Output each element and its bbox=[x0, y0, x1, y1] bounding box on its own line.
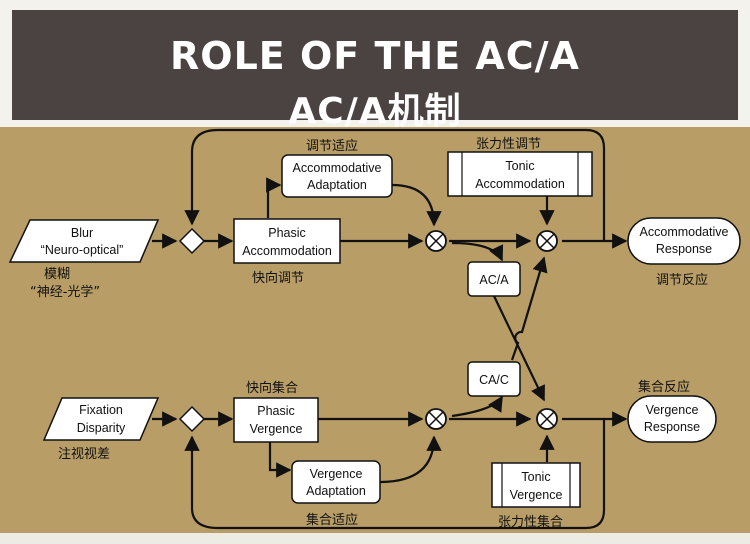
decision-diamond-top bbox=[178, 227, 206, 255]
svg-text:Accommodation: Accommodation bbox=[242, 244, 332, 258]
fixation-cn-label: 注视视差 bbox=[58, 447, 110, 462]
bottom-strip bbox=[0, 533, 750, 544]
phasic-accommodation-cn: 快向调节 bbox=[252, 270, 304, 286]
summing-junction-4 bbox=[536, 408, 558, 430]
ac-a-diagram: Blur “Neuro-optical” 模糊 “神经-光学” Fixation… bbox=[8, 128, 741, 530]
svg-text:Adaptation: Adaptation bbox=[306, 484, 366, 498]
decision-diamond-bottom bbox=[178, 405, 206, 433]
svg-text:Disparity: Disparity bbox=[77, 421, 126, 435]
svg-text:Adaptation: Adaptation bbox=[307, 178, 367, 192]
svg-text:Fixation: Fixation bbox=[79, 403, 123, 417]
ca-c-box: CA/C bbox=[467, 361, 521, 397]
tonic-accommodation-box: Tonic Accommodation bbox=[447, 151, 593, 197]
svg-text:Tonic: Tonic bbox=[505, 159, 534, 173]
tonic-accommodation-cn: 张力性调节 bbox=[476, 137, 541, 152]
svg-text:CA/C: CA/C bbox=[479, 373, 509, 387]
svg-text:Vergence: Vergence bbox=[310, 467, 363, 481]
accommodative-adaptation-box: Accommodative Adaptation bbox=[281, 154, 393, 198]
summing-junction-3 bbox=[425, 408, 447, 430]
accommodative-response-box: Accommodative Response bbox=[627, 217, 741, 265]
svg-text:Phasic: Phasic bbox=[257, 404, 295, 418]
blur-input: Blur “Neuro-optical” bbox=[8, 219, 160, 263]
vergence-response-box: Vergence Response bbox=[627, 395, 717, 443]
fixation-input: Fixation Disparity bbox=[42, 397, 160, 441]
connector-lines bbox=[152, 128, 628, 530]
diagram-panel: Blur “Neuro-optical” 模糊 “神经-光学” Fixation… bbox=[0, 127, 750, 533]
blur-cn-label: 模糊 bbox=[44, 266, 70, 282]
title-banner: ROLE OF THE AC/A AC/A机制 bbox=[12, 10, 738, 132]
svg-text:AC/A: AC/A bbox=[479, 273, 509, 287]
accommodative-response-cn: 调节反应 bbox=[656, 272, 708, 288]
phasic-vergence-cn: 快向集合 bbox=[246, 380, 298, 396]
svg-text:Vergence: Vergence bbox=[510, 488, 563, 502]
summing-junction-1 bbox=[425, 230, 447, 252]
svg-text:Phasic: Phasic bbox=[268, 226, 306, 240]
svg-text:Blur: Blur bbox=[71, 226, 93, 240]
title-line-1: ROLE OF THE AC/A bbox=[170, 34, 580, 78]
accommodative-adaptation-cn: 调节适应 bbox=[306, 138, 358, 154]
svg-text:Vergence: Vergence bbox=[646, 403, 699, 417]
blur-cn-label-2: “神经-光学” bbox=[30, 284, 100, 300]
svg-text:Accommodative: Accommodative bbox=[640, 225, 729, 239]
svg-text:Response: Response bbox=[644, 420, 700, 434]
svg-text:Vergence: Vergence bbox=[250, 422, 303, 436]
svg-text:Response: Response bbox=[656, 242, 712, 256]
phasic-vergence-box: Phasic Vergence bbox=[233, 397, 319, 443]
svg-text:Accommodation: Accommodation bbox=[475, 177, 565, 191]
phasic-accommodation-box: Phasic Accommodation bbox=[233, 218, 341, 264]
tonic-vergence-box: Tonic Vergence bbox=[491, 462, 581, 508]
tonic-vergence-cn: 张力性集合 bbox=[498, 514, 563, 530]
svg-text:Accommodative: Accommodative bbox=[293, 161, 382, 175]
title-line-2: AC/A机制 bbox=[288, 91, 462, 132]
summing-junction-2 bbox=[536, 230, 558, 252]
vergence-adaptation-cn: 集合适应 bbox=[306, 512, 358, 528]
svg-text:Tonic: Tonic bbox=[521, 470, 550, 484]
ac-a-box: AC/A bbox=[467, 261, 521, 297]
vergence-response-cn: 集合反应 bbox=[638, 379, 690, 395]
svg-text:“Neuro-optical”: “Neuro-optical” bbox=[41, 243, 124, 257]
vergence-adaptation-box: Vergence Adaptation bbox=[291, 460, 381, 504]
